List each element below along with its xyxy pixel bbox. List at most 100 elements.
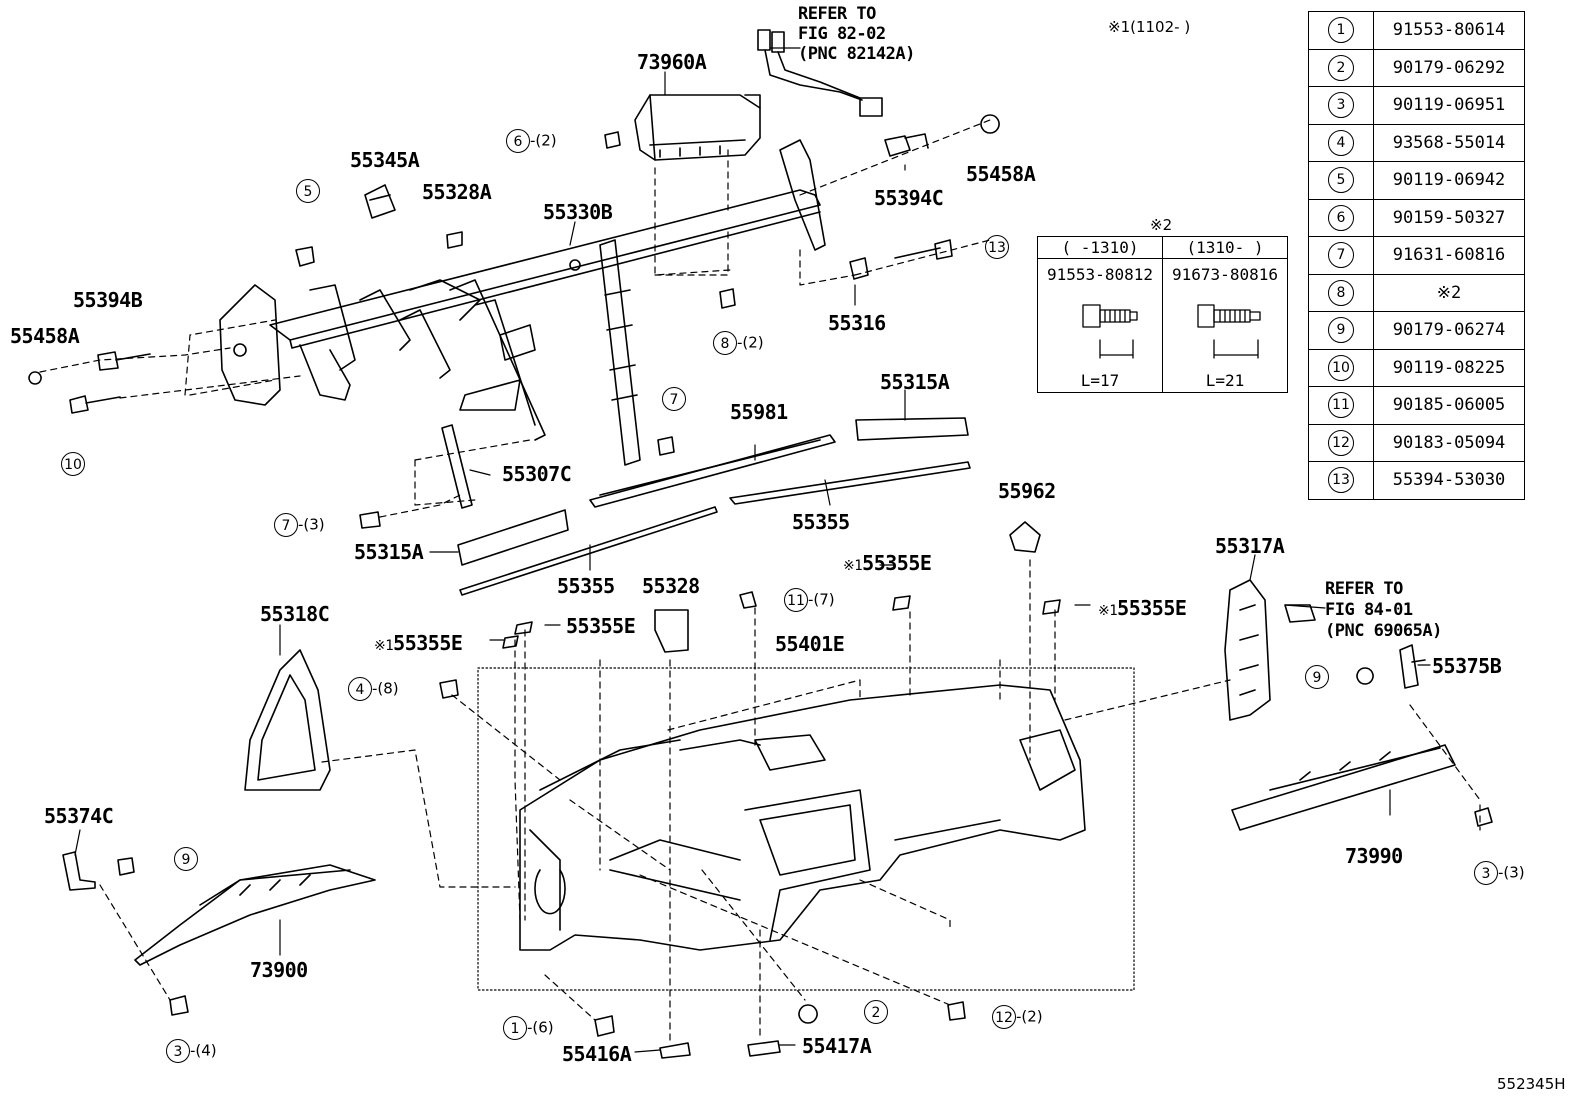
parts-table-row: 9 90179-06274 xyxy=(1308,311,1525,350)
callout-6: 6-(2) xyxy=(506,128,557,153)
callout-circle: 13 xyxy=(985,234,1009,259)
label-55355-left: 55355 xyxy=(557,574,615,598)
label-55345A: 55345A xyxy=(350,148,420,172)
number-circle: 12 xyxy=(1328,429,1354,456)
note-mark: ※1 xyxy=(1098,603,1118,619)
label-55417A: 55417A xyxy=(802,1034,872,1058)
harness-drawing xyxy=(757,29,883,117)
callout-circle: 8 xyxy=(713,330,737,355)
note-mark: ※1 xyxy=(843,558,863,574)
parts-table-row: 10 90119-08225 xyxy=(1308,348,1525,387)
number-circle: 7 xyxy=(1328,242,1354,269)
callout-11: 11-(7) xyxy=(784,587,835,612)
number-circle: 2 xyxy=(1328,54,1354,81)
label-55315A-right: 55315A xyxy=(880,370,950,394)
label-leaders xyxy=(74,47,1431,1053)
note2-header-early: ( -1310) xyxy=(1037,236,1163,259)
refer-note-top: REFER TO FIG 82-02 (PNC 82142A) xyxy=(798,4,915,64)
knee-airbag-73900-drawing xyxy=(62,851,376,1016)
bottom-fasteners-drawing xyxy=(594,1001,966,1059)
reinforcement-55330B-drawing xyxy=(219,139,826,466)
callout-qty: -(6) xyxy=(527,1018,554,1037)
parts-table-row: 12 90183-05094 xyxy=(1308,423,1525,462)
callout-circle: 11 xyxy=(784,587,808,612)
parts-row-partno: 90119-06942 xyxy=(1373,161,1525,200)
side-panel-55317A-drawing xyxy=(1224,579,1271,721)
number-circle: 1 xyxy=(1328,17,1354,44)
label-73900: 73900 xyxy=(250,958,308,982)
parts-row-number: 2 xyxy=(1308,48,1374,87)
callout-qty: -(2) xyxy=(530,131,557,150)
parts-row-partno: 90159-50327 xyxy=(1373,198,1525,237)
parts-table-row: 5 90119-06942 xyxy=(1308,161,1525,200)
parts-row-partno: 90179-06274 xyxy=(1373,311,1525,350)
label-55315A-left: 55315A xyxy=(354,540,424,564)
callout-7-bottom: 7-(3) xyxy=(274,512,325,537)
refer-right-line3: (PNC 69065A) xyxy=(1325,621,1442,641)
label-55375B: 55375B xyxy=(1432,654,1502,678)
callout-10: 10 xyxy=(61,451,85,476)
parts-row-partno: 90119-06951 xyxy=(1373,86,1525,125)
callout-3-right: 3-(3) xyxy=(1474,860,1525,885)
number-circle: 10 xyxy=(1328,354,1354,381)
parts-row-number: 7 xyxy=(1308,236,1374,275)
bracket-55307C-drawing xyxy=(441,424,473,509)
label-55374C: 55374C xyxy=(44,804,114,828)
refer-note-right: REFER TO FIG 84-01 (PNC 69065A) xyxy=(1325,579,1442,642)
label-55416A: 55416A xyxy=(562,1042,632,1066)
parts-row-partno: 90183-05094 xyxy=(1373,423,1525,462)
number-circle: 6 xyxy=(1328,204,1354,231)
note1: ※1(1102- ) xyxy=(1108,18,1191,36)
callout-circle: 3 xyxy=(166,1038,190,1063)
label-73990: 73990 xyxy=(1345,844,1403,868)
refer-right-line2: FIG 84-01 xyxy=(1325,600,1413,620)
number-circle: 5 xyxy=(1328,167,1354,194)
note2-length-late: L=21 xyxy=(1205,371,1245,390)
number-circle: 9 xyxy=(1328,317,1354,344)
callout-qty: -(4) xyxy=(190,1041,217,1060)
label-73960A: 73960A xyxy=(637,50,707,74)
parts-row-partno: 90119-08225 xyxy=(1373,348,1525,387)
parts-row-number: 5 xyxy=(1308,161,1374,200)
callout-13: 13 xyxy=(985,234,1009,259)
label-55355E-a-text: 55355E xyxy=(862,551,932,575)
label-55307C: 55307C xyxy=(502,462,572,486)
callout-circle: 7 xyxy=(274,512,298,537)
callout-qty: -(3) xyxy=(1498,863,1525,882)
small-parts-drawing xyxy=(28,114,1000,529)
callout-circle: 7 xyxy=(662,386,686,411)
callout-circle: 12 xyxy=(992,1004,1016,1029)
refer-top-line2: FIG 82-02 xyxy=(798,24,886,44)
note2-cell-early: 91553-80812 L=17 xyxy=(1037,258,1163,393)
note2-title: ※2 xyxy=(1150,216,1173,234)
callout-4: 4-(8) xyxy=(348,676,399,701)
note2-header-late: (1310- ) xyxy=(1162,236,1288,259)
label-55355-right: 55355 xyxy=(792,510,850,534)
leader-lines xyxy=(39,119,1481,1041)
side-panel-55318C-drawing xyxy=(244,649,331,791)
diagram-code: 552345H xyxy=(1497,1075,1566,1093)
callout-3-left: 3-(4) xyxy=(166,1038,217,1063)
callout-circle: 1 xyxy=(503,1015,527,1040)
callout-5: 5 xyxy=(296,178,320,203)
parts-row-number: 8 xyxy=(1308,273,1374,312)
label-55394C: 55394C xyxy=(874,186,944,210)
instrument-panel-55401E-drawing xyxy=(519,684,1086,951)
label-55962: 55962 xyxy=(998,479,1056,503)
parts-row-number: 1 xyxy=(1308,11,1374,50)
callout-12: 12-(2) xyxy=(992,1004,1043,1029)
label-55317A: 55317A xyxy=(1215,534,1285,558)
callout-circle: 6 xyxy=(506,128,530,153)
moldings-drawing xyxy=(457,417,971,596)
callout-9-left: 9 xyxy=(174,846,198,871)
label-55394B: 55394B xyxy=(73,288,143,312)
callout-9-right: 9 xyxy=(1305,664,1329,689)
knee-airbag-73990-drawing xyxy=(1231,744,1493,831)
number-circle: 4 xyxy=(1328,129,1354,156)
parts-row-number: 10 xyxy=(1308,348,1374,387)
